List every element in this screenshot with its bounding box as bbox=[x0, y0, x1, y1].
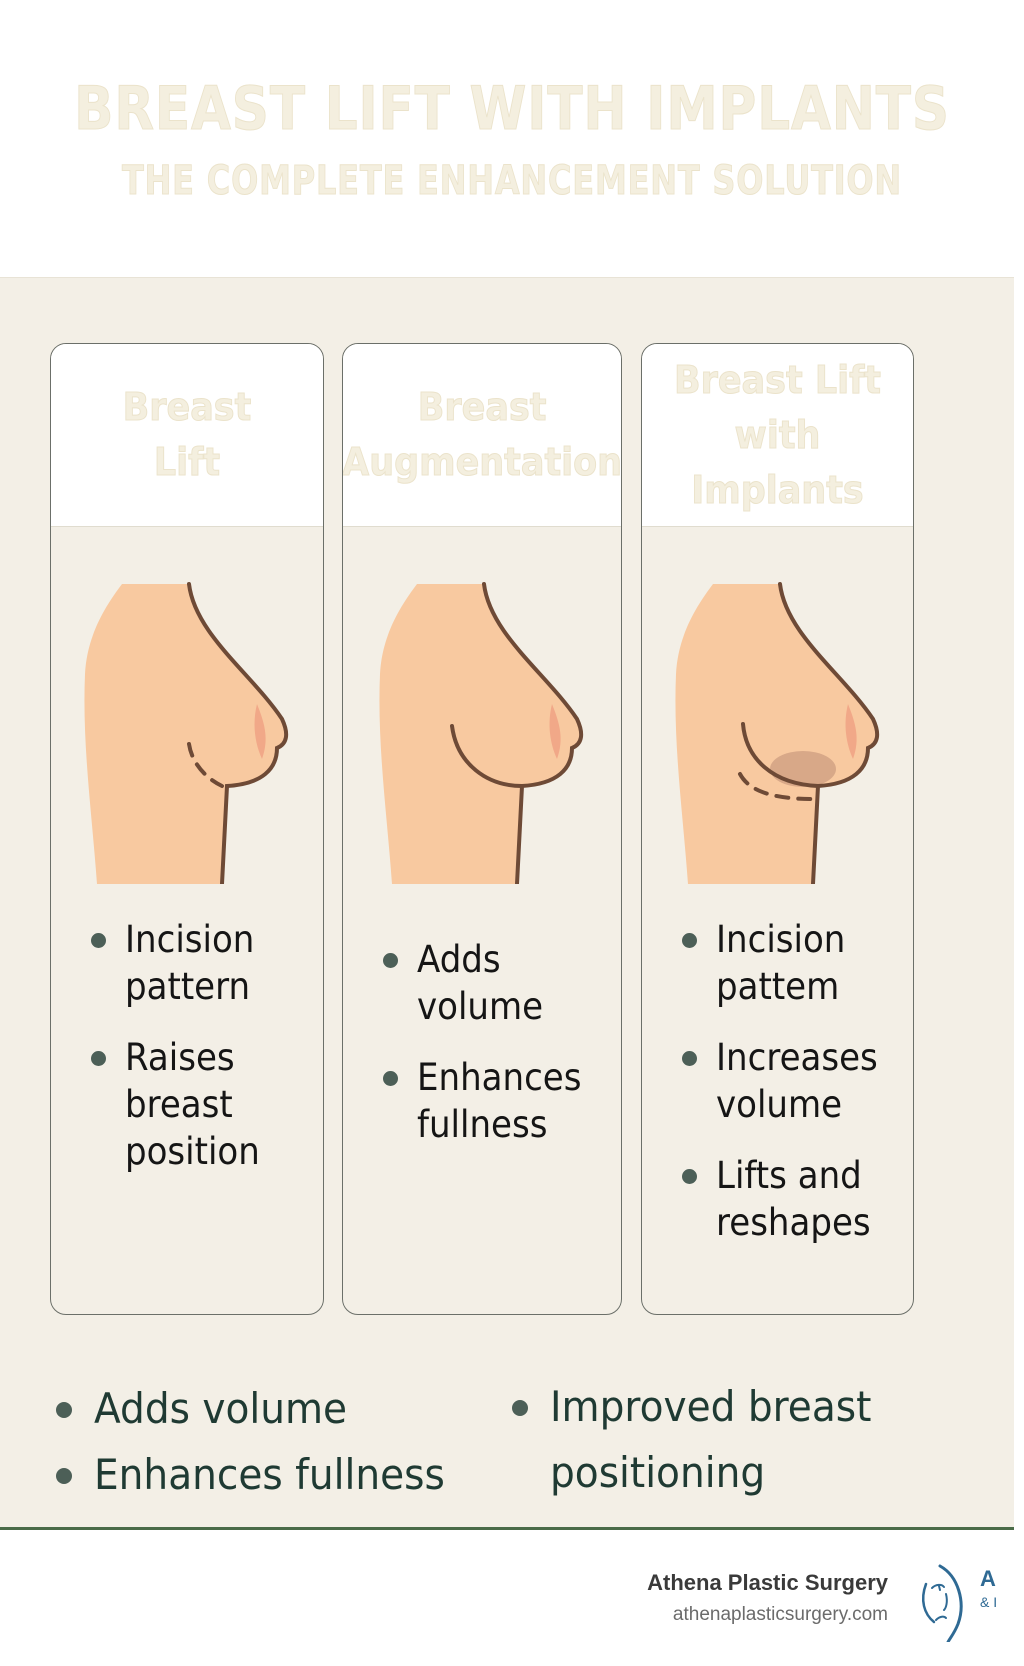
logo-letter: A bbox=[980, 1566, 996, 1591]
bullet-list: Incision pattern Raises breast position bbox=[91, 916, 313, 1199]
breast-augmentation-illustration-icon bbox=[343, 564, 621, 884]
bullet-item: Lifts and reshapes bbox=[682, 1152, 903, 1246]
bullet-item: Enhances fullness bbox=[383, 1054, 611, 1148]
summary-list-right: Improved breast positioning bbox=[512, 1374, 892, 1506]
summary-item: Improved breast positioning bbox=[512, 1374, 892, 1506]
footer-divider bbox=[0, 1527, 1014, 1530]
summary-item: Enhances fullness bbox=[56, 1442, 471, 1508]
card-title: Breast Lift with Implants bbox=[673, 357, 882, 512]
card-header: Breast Lift with Implants bbox=[642, 344, 913, 527]
brand-name: Athena Plastic Surgery bbox=[647, 1570, 888, 1595]
bullet-dot-icon bbox=[682, 1051, 697, 1066]
footer: Athena Plastic Surgery athenaplasticsurg… bbox=[0, 1530, 1024, 1666]
card-title: Breast Augmentation bbox=[342, 385, 622, 485]
bullet-item: Incision pattem bbox=[682, 916, 903, 1010]
page-subtitle: THE COMPLETE ENHANCEMENT SOLUTION bbox=[121, 158, 903, 205]
brand-url-link[interactable]: athenaplasticsurgery.com bbox=[672, 1604, 888, 1625]
bullet-dot-icon bbox=[682, 933, 697, 948]
card-header: Breast Lift bbox=[51, 344, 323, 527]
logo-subtext: & I bbox=[980, 1594, 998, 1610]
bullet-dot-icon bbox=[383, 953, 398, 968]
bullet-dot-icon bbox=[383, 1071, 398, 1086]
bullet-item: Increases volume bbox=[682, 1034, 903, 1128]
breast-lift-with-implants-illustration-icon bbox=[642, 564, 913, 884]
card-breast-lift: Breast Lift Incision pattern Raises brea… bbox=[50, 343, 324, 1315]
card-header: Breast Augmentation bbox=[343, 344, 621, 527]
bullet-list: Adds volume Enhances fullness bbox=[383, 936, 611, 1172]
bullet-dot-icon bbox=[91, 933, 106, 948]
bullet-dot-icon bbox=[56, 1402, 72, 1418]
header: BREAST LIFT WITH IMPLANTS THE COMPLETE E… bbox=[0, 0, 1024, 277]
athena-face-logo-icon bbox=[922, 1564, 963, 1642]
bullet-dot-icon bbox=[91, 1051, 106, 1066]
card-title: Breast Lift bbox=[122, 385, 252, 485]
page-title: BREAST LIFT WITH IMPLANTS bbox=[74, 74, 950, 145]
bullet-item: Raises breast position bbox=[91, 1034, 313, 1175]
bullet-item: Incision pattern bbox=[91, 916, 313, 1010]
summary-item: Adds volume bbox=[56, 1376, 471, 1442]
card-breast-lift-with-implants: Breast Lift with Implants Incision patte… bbox=[641, 343, 914, 1315]
summary-section: Adds volume Enhances fullness Improved b… bbox=[0, 1380, 1014, 1520]
bullet-dot-icon bbox=[56, 1468, 72, 1484]
bullet-item: Adds volume bbox=[383, 936, 611, 1030]
breast-lift-illustration-icon bbox=[51, 564, 323, 884]
bullet-dot-icon bbox=[682, 1169, 697, 1184]
summary-list-left: Adds volume Enhances fullness bbox=[56, 1376, 471, 1508]
card-breast-augmentation: Breast Augmentation Adds volume Enhances… bbox=[342, 343, 622, 1315]
bullet-dot-icon bbox=[512, 1400, 528, 1416]
bullet-list: Incision pattem Increases volume Lifts a… bbox=[682, 916, 903, 1270]
